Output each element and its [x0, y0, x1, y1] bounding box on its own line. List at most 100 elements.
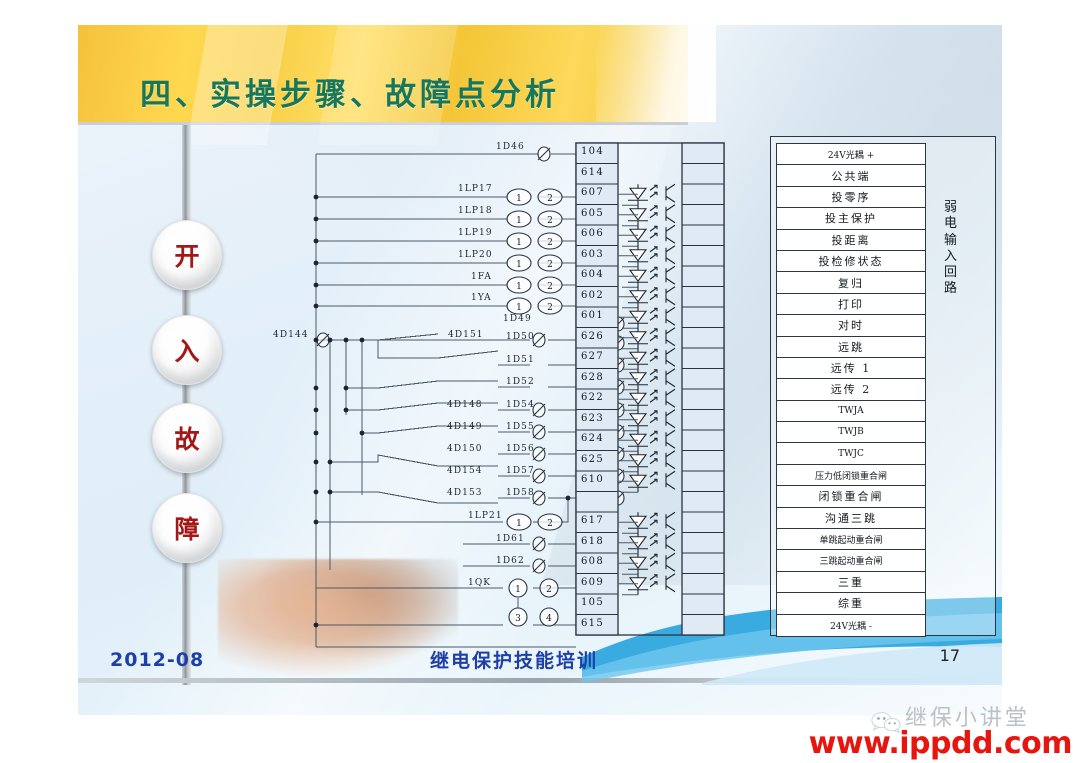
- signal-name-row: 综重: [777, 593, 925, 615]
- terminal-number: 628: [581, 371, 604, 383]
- label-4d154: 4D154: [447, 466, 483, 476]
- label-1d57: 1D57: [506, 466, 535, 476]
- junction-dot: [313, 282, 319, 288]
- step-circle-2[interactable]: 入: [152, 315, 222, 385]
- junction-dot: [565, 495, 571, 501]
- terminal-number: 623: [581, 412, 604, 424]
- signal-name-row: 闭锁重合闸: [777, 486, 925, 508]
- svg-text:1: 1: [516, 519, 522, 529]
- label-4d151: 4D151: [448, 330, 484, 340]
- signal-name-row: TWJB: [777, 422, 925, 444]
- label-1d52: 1D52: [506, 377, 535, 387]
- svg-text:1: 1: [516, 238, 522, 248]
- svg-text:2: 2: [547, 260, 553, 270]
- terminal-number: 618: [581, 535, 604, 547]
- terminal-number: 627: [581, 351, 604, 363]
- slide-canvas: 四、实操步骤、故障点分析 开 入 故 障: [78, 25, 1002, 715]
- svg-text:2: 2: [547, 282, 553, 292]
- label-1lp19: 1LP19: [458, 228, 493, 238]
- terminal-number: 606: [581, 228, 604, 240]
- signal-name-row: 投主保护: [777, 208, 925, 230]
- terminal-number: 626: [581, 330, 604, 342]
- terminal-number: 610: [581, 474, 604, 486]
- terminal-number: 617: [581, 515, 604, 527]
- label-4d148: 4D148: [447, 400, 483, 410]
- label-1fa: 1FA: [471, 272, 492, 282]
- signal-name-row: 24V光耦 -: [777, 614, 925, 636]
- svg-text:1: 1: [516, 282, 522, 292]
- label-1ya: 1YA: [471, 293, 492, 303]
- signal-name-row: 投检修状态: [777, 250, 925, 273]
- terminal-number: 622: [581, 392, 604, 404]
- label-4d153: 4D153: [447, 488, 483, 498]
- label-1d54: 1D54: [506, 400, 535, 410]
- junction-dot: [313, 194, 319, 200]
- signal-name-row: 三跳起动重合闸: [777, 550, 925, 572]
- svg-text:1: 1: [516, 303, 522, 313]
- junction-dot: [313, 489, 319, 495]
- label-1d49: 1D49: [503, 314, 532, 324]
- page-number: 17: [939, 646, 960, 665]
- signal-name-row: 公共端: [777, 165, 925, 187]
- terminal-number: 608: [581, 556, 604, 568]
- svg-text:2: 2: [547, 519, 553, 529]
- svg-text:1: 1: [515, 585, 521, 595]
- label-1d51: 1D51: [506, 355, 535, 365]
- signal-name-row: 投零序: [777, 186, 925, 209]
- side-caption-char: 弱: [943, 200, 958, 215]
- junction-dot: [313, 459, 319, 465]
- junction-dot: [327, 459, 333, 465]
- junction-dot: [313, 430, 319, 436]
- label-1d50: 1D50: [506, 332, 535, 342]
- svg-text:1: 1: [516, 216, 522, 226]
- label-1lp18: 1LP18: [458, 206, 493, 216]
- signal-name-row: 沟通三跳: [777, 507, 925, 530]
- junction-dot: [343, 385, 349, 391]
- wechat-row: 继保小讲堂: [819, 700, 1080, 733]
- svg-text:2: 2: [547, 303, 553, 313]
- background-photo: [218, 559, 458, 679]
- signal-name-row: TWJA: [777, 400, 925, 423]
- site-url: www.ippdd.com: [808, 726, 1073, 761]
- junction-dot: [313, 303, 319, 309]
- signal-name-row: 打印: [777, 293, 925, 316]
- label-1d62: 1D62: [496, 556, 525, 566]
- terminal-number: 615: [581, 617, 604, 629]
- side-caption-char: 输: [943, 232, 958, 248]
- svg-text:2: 2: [547, 194, 553, 204]
- label-1lp21: 1LP21: [468, 511, 503, 521]
- signal-name-row: 压力低闭锁重合闸: [777, 464, 925, 487]
- label-4d150: 4D150: [447, 444, 483, 454]
- label-1d46: 1D46: [496, 142, 525, 152]
- junction-dot: [327, 337, 333, 343]
- svg-text:4: 4: [546, 614, 552, 624]
- terminal-number: 625: [581, 453, 604, 465]
- label-1qk: 1QK: [468, 578, 492, 588]
- junction-dot: [343, 337, 349, 343]
- terminal-number: 607: [581, 187, 604, 199]
- label-1d56: 1D56: [506, 444, 535, 454]
- svg-text:3: 3: [515, 614, 521, 624]
- side-caption-char: 路: [943, 281, 958, 297]
- page-title: 四、实操步骤、故障点分析: [140, 77, 560, 113]
- signal-name-row: 对时: [777, 315, 925, 337]
- schematic-diagram: 12 12 12 12 12 12 12 12 34: [313, 142, 725, 648]
- footer-title: 继电保护技能培训: [430, 650, 599, 672]
- terminal-number: 614: [581, 166, 604, 178]
- step-circle-1[interactable]: 开: [152, 220, 222, 290]
- terminal-number: 104: [581, 146, 604, 158]
- step-circle-4[interactable]: 障: [152, 493, 222, 563]
- terminal-number: 105: [581, 597, 604, 609]
- branding-block: 继保小讲堂 www.ippdd.com: [808, 700, 1073, 761]
- side-caption-char: 入: [943, 248, 958, 264]
- step-circle-3[interactable]: 故: [152, 403, 222, 473]
- opto-coupler-symbol: [628, 347, 676, 370]
- terminal-number: 609: [581, 576, 604, 588]
- wechat-account-name: 继保小讲堂: [904, 706, 1030, 731]
- svg-text:2: 2: [546, 585, 552, 595]
- signal-name-row: 复归: [777, 272, 925, 294]
- side-caption-char: 回: [943, 265, 958, 280]
- label-1d58: 1D58: [506, 488, 535, 498]
- junction-dot: [313, 216, 319, 222]
- side-caption-weak-current-input-loop: 弱电输入回路: [936, 200, 966, 298]
